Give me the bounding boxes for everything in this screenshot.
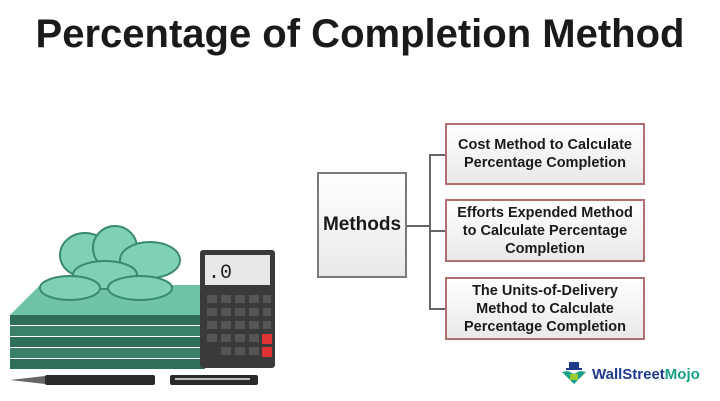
money-stack-icon (10, 285, 205, 369)
method-label: The Units-of-Delivery Method to Calculat… (464, 282, 626, 335)
connector-root (407, 225, 429, 227)
svg-text:.0: .0 (208, 262, 232, 285)
brand-name-part1: WallStreet (592, 365, 665, 383)
money-calculator-illustration: .0 (10, 225, 275, 385)
method-box-units: The Units-of-Delivery Method to Calculat… (445, 277, 645, 340)
method-label: Cost Method to Calculate Percentage Comp… (457, 137, 632, 171)
pen-icon (10, 375, 258, 385)
bull-logo-icon (562, 362, 586, 384)
brand-name: WallStreetMojo (592, 366, 700, 383)
wallstreetmojo-logo: WallStreetMojo (560, 362, 700, 386)
method-box-cost: Cost Method to Calculate Percentage Comp… (445, 123, 645, 185)
calculator-icon: .0 (200, 250, 275, 368)
coins-icon (39, 225, 181, 301)
method-box-efforts: Efforts Expended Method to Calculate Per… (445, 199, 645, 262)
page-title: Percentage of Completion Method (35, 12, 685, 56)
brand-name-part2: Mojo (664, 365, 700, 383)
method-label: Efforts Expended Method to Calculate Per… (457, 204, 633, 257)
methods-root-box: Methods (317, 172, 407, 278)
connector-child-2 (429, 230, 445, 232)
connector-child-1 (429, 154, 445, 156)
connector-child-3 (429, 308, 445, 310)
methods-label: Methods (322, 214, 402, 235)
